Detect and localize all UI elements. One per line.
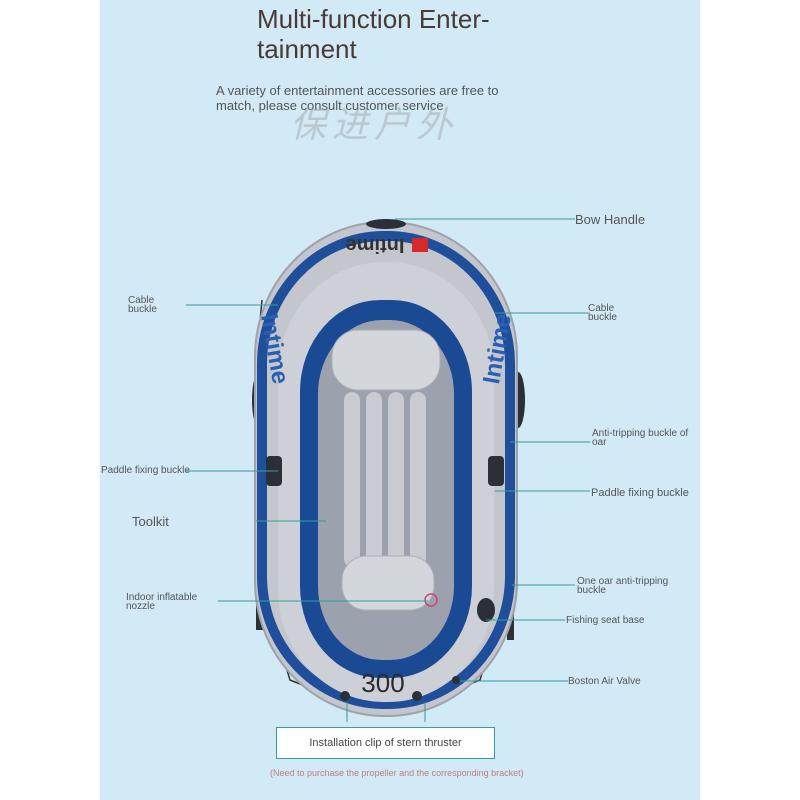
label-stern-thruster-clip: Installation clip of stern thruster [276,727,495,759]
model-number: 300 [361,668,405,698]
floor-ribs [344,392,426,567]
label-one-oar-anti-tripping: One oar anti-tripping buckle [577,576,669,596]
label-indoor-inflatable-nozzle: Indoor inflatable nozzle [126,592,198,612]
page-title: Multi-function Enter- tainment [257,4,490,64]
watermark: 保进户外 [290,105,459,146]
boston-valve [452,676,460,684]
label-cable-buckle-left: Cable buckle [128,295,157,315]
label-paddle-fixing-left: Paddle fixing buckle [101,465,190,476]
rear-seat [341,555,435,611]
label-bow-handle: Bow Handle [575,212,646,227]
purchase-note: (Need to purchase the propeller and the … [270,768,524,778]
label-anti-tripping-buckle: Anti-tripping buckle of oar [592,428,689,448]
fishing-seat-base [477,598,495,622]
page-subtitle: A variety of entertainment accessories a… [216,83,499,113]
label-cable-buckle-right: Cable buckle [588,303,617,323]
air-valve-right [412,691,422,701]
air-valve-left [340,691,350,701]
side-band [257,231,515,709]
right-paddle-buckle [488,456,504,486]
brand-logo [412,238,428,252]
bow-handle [366,219,406,229]
front-seat [331,329,441,391]
label-toolkit: Toolkit [132,514,169,529]
label-paddle-fixing-right: Paddle fixing buckle [591,487,689,499]
inflation-nozzle [424,593,438,607]
label-boston-air-valve: Boston Air Valve [568,676,641,687]
label-fishing-seat-base: Fishing seat base [566,615,645,626]
